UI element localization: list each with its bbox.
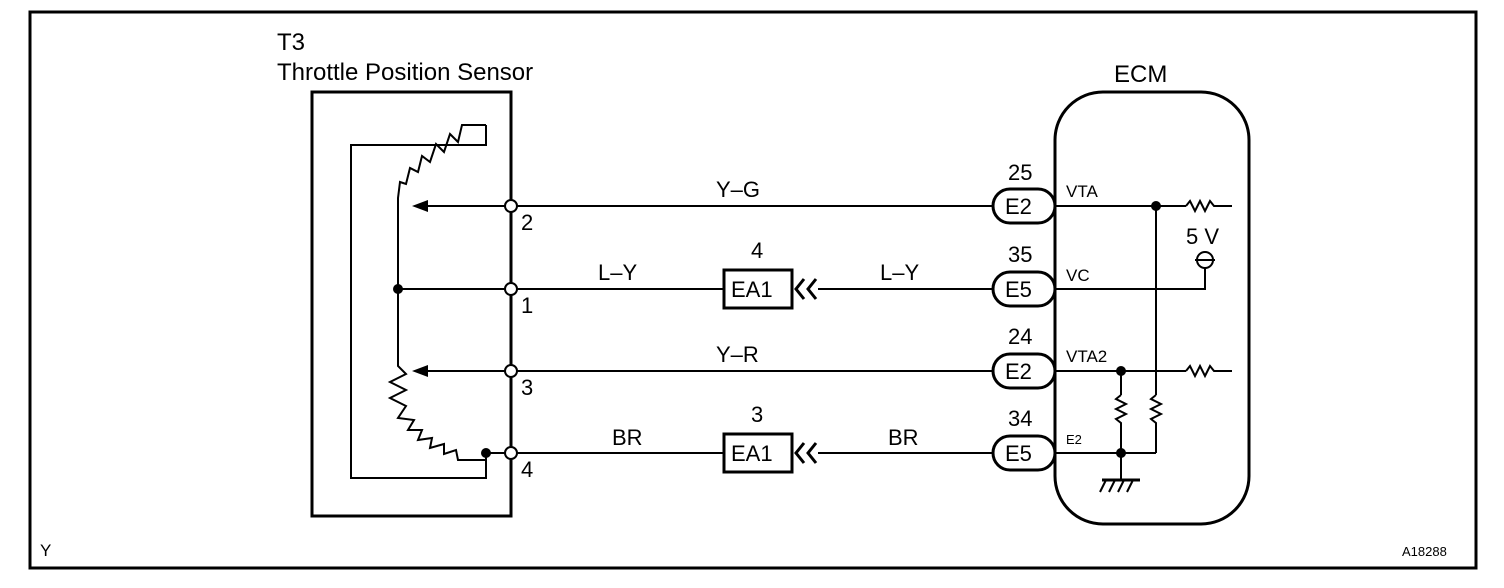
harness-wires: Y–G L–Y L–Y Y–R BR BR xyxy=(517,177,993,454)
ecm-pin-vta-connector: E2 xyxy=(1005,194,1032,219)
ecm-box xyxy=(1053,90,1251,526)
junction-2-chevron-b xyxy=(806,442,818,464)
ecm-title: ECM xyxy=(1114,61,1167,88)
footer-left-label: Y xyxy=(40,541,51,560)
ecm-pin-vta2-signal: VTA2 xyxy=(1066,347,1107,366)
ecm-pin-vta2-connector: E2 xyxy=(1005,359,1032,384)
junction-1-label: EA1 xyxy=(731,277,773,302)
terminal-1-circle xyxy=(504,282,518,296)
wire-label-vta2: Y–R xyxy=(716,342,759,367)
junction-2-number: 3 xyxy=(751,402,763,427)
wire-label-vta: Y–G xyxy=(716,177,760,202)
wire-label-e2-left: BR xyxy=(612,425,643,450)
wire-label-vc-right: L–Y xyxy=(880,260,919,285)
terminal-4-label: 4 xyxy=(521,457,533,482)
supply-5v-label: 5 V xyxy=(1186,224,1219,249)
ecm-pin-e2: 34 E5 E2 xyxy=(991,406,1082,472)
terminal-3-label: 3 xyxy=(521,375,533,400)
junction-connector-2: 3 EA1 xyxy=(722,402,818,474)
junction-2-chevron-a xyxy=(794,442,806,464)
ecm-pin-e2-signal: E2 xyxy=(1066,432,1082,447)
figure-code: A18288 xyxy=(1402,544,1447,559)
wire-label-vc-left: L–Y xyxy=(598,260,637,285)
wiper-arrow-upper xyxy=(412,200,428,212)
terminal-2-circle xyxy=(504,199,518,213)
ecm-pin-vta2: 24 E2 VTA2 xyxy=(991,324,1107,390)
terminal-4-circle xyxy=(504,446,518,460)
sensor-name: Throttle Position Sensor xyxy=(277,59,533,86)
ecm-pin-vta2-number: 24 xyxy=(1008,324,1032,349)
sensor-code: T3 xyxy=(277,29,305,56)
diagram-frame xyxy=(28,10,1478,570)
junction-1-chevron-a xyxy=(794,278,806,300)
junction-1-chevron-b xyxy=(806,278,818,300)
sensor-housing xyxy=(310,90,513,518)
terminal-3-circle xyxy=(504,364,518,378)
ecm-pin-vc-number: 35 xyxy=(1008,242,1032,267)
junction-connector-1: 4 EA1 xyxy=(722,238,818,310)
sensor-terminals: 2 1 3 4 xyxy=(504,199,533,482)
ecm-pin-e2-connector: E5 xyxy=(1005,441,1032,466)
ecm-pin-vc-signal: VC xyxy=(1066,266,1090,285)
junction-2-label: EA1 xyxy=(731,441,773,466)
ecm-internal-circuit: 5 V xyxy=(1055,198,1232,493)
ecm-pin-vc: 35 E5 VC xyxy=(991,242,1090,308)
terminal-1-label: 1 xyxy=(521,293,533,318)
ecm-pin-vta-signal: VTA xyxy=(1066,182,1098,201)
junction-1-number: 4 xyxy=(751,238,763,263)
ecm-pin-vc-connector: E5 xyxy=(1005,277,1032,302)
ecm-pin-vta-number: 25 xyxy=(1008,160,1032,185)
ecm-pin-e2-number: 34 xyxy=(1008,406,1032,431)
wiper-arrow-lower xyxy=(412,365,428,377)
ecm-pin-vta: 25 E2 VTA xyxy=(991,160,1098,225)
wire-label-e2-right: BR xyxy=(888,425,919,450)
sensor-internal-circuit xyxy=(350,124,511,479)
terminal-2-label: 2 xyxy=(521,210,533,235)
